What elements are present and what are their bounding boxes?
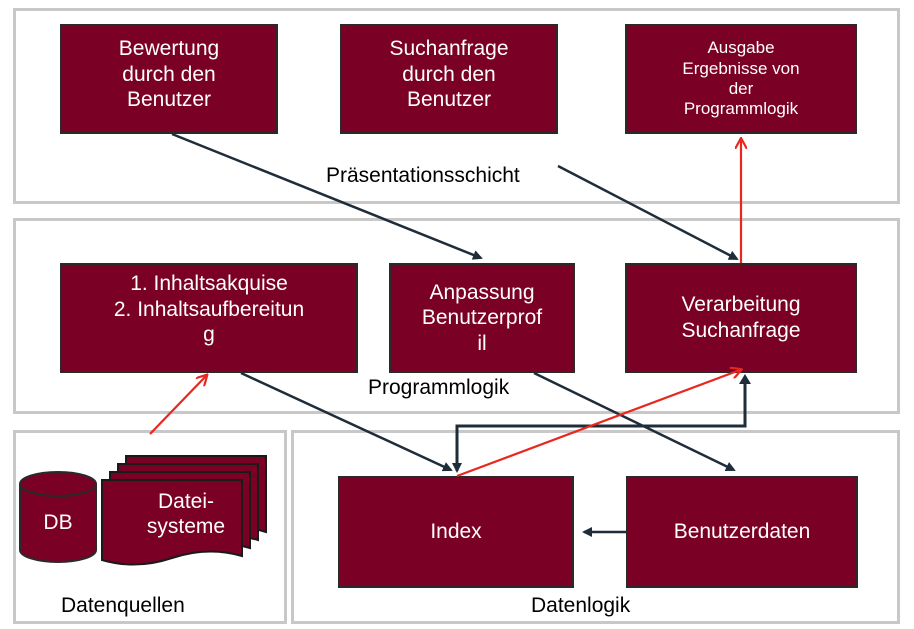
output-box: Ausgabe Ergebnisse von der Programmlogik (625, 24, 857, 134)
logic-layer-label: Programmlogik (368, 376, 510, 399)
rating-box: Bewertung durch den Benutzer (60, 24, 278, 134)
rating-line-2: durch den (122, 62, 216, 86)
processing-line-1: Verarbeitung (681, 293, 801, 317)
profile-line-2: Benutzerprof (421, 306, 543, 330)
index-box: Index (338, 476, 574, 588)
rating-line-3: Benutzer (126, 88, 212, 112)
processing-line-2: Suchanfrage (681, 319, 801, 342)
acquisition-item-2: 2. Inhaltsaufbereitun (113, 297, 305, 321)
query-line-1: Suchanfrage (389, 37, 509, 60)
rating-line-1: Bewertung (118, 37, 220, 60)
userdata-box: Benutzerdaten (626, 476, 858, 588)
profile-box: Anpassung Benutzerprof il (389, 263, 575, 373)
output-line-1: Ausgabe (707, 38, 775, 58)
output-line-3: der (728, 79, 754, 98)
query-line-2: durch den (402, 62, 496, 86)
acquisition-item-1: 1. Inhaltsakquise (130, 272, 288, 295)
output-line-2: Ergebnisse von (682, 58, 800, 78)
presentation-layer-label: Präsentationsschicht (326, 164, 520, 187)
acquisition-box: 1. Inhaltsakquise 2. Inhaltsaufbereitun … (60, 263, 358, 373)
index-label: Index (430, 520, 482, 544)
profile-line-1: Anpassung (429, 280, 535, 304)
sources-layer-label: Datenquellen (61, 594, 185, 617)
query-line-3: Benutzer (406, 88, 492, 112)
query-box: Suchanfrage durch den Benutzer (340, 24, 558, 134)
processing-box: Verarbeitung Suchanfrage (625, 263, 857, 373)
output-line-4: Programmlogik (683, 99, 799, 119)
userdata-label: Benutzerdaten (673, 520, 811, 544)
profile-line-3: il (477, 331, 487, 355)
data-layer-label: Datenlogik (531, 594, 631, 617)
acquisition-item-3: g (203, 323, 215, 347)
